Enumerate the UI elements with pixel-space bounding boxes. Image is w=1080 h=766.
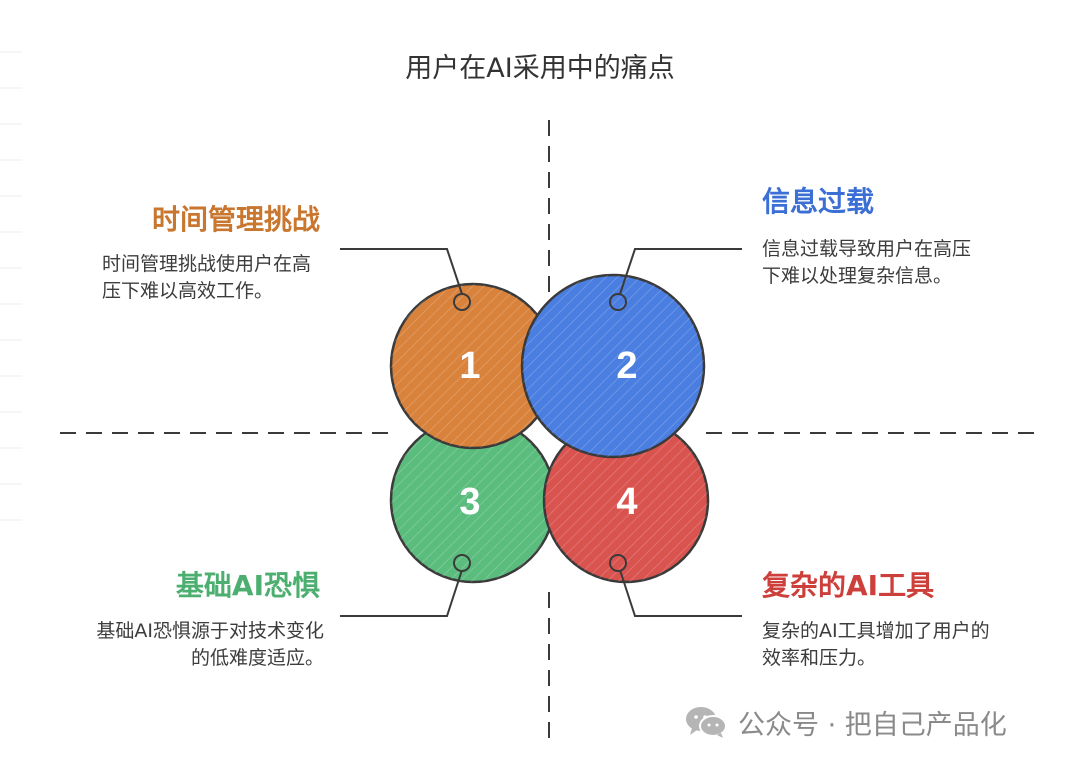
anchor-dot-3 [453, 554, 471, 572]
circle-number-3: 3 [459, 481, 480, 523]
leader-line-3 [340, 569, 463, 617]
circle-number-4: 4 [616, 481, 637, 523]
description-time-management: 时间管理挑战使用户在高压下难以高效工作。 [102, 253, 312, 302]
heading-information-overload: 信息过载 [762, 185, 875, 218]
circle-3 [389, 416, 557, 584]
watermark-text: 公众号 · 把自己产品化 [738, 709, 1007, 741]
leader-line-2 [619, 248, 742, 295]
wechat-icon [686, 707, 727, 738]
circle-1 [389, 282, 557, 450]
leader-line-4 [619, 569, 742, 617]
circle-2 [520, 273, 706, 459]
heading-time-management: 时间管理挑战 [151, 203, 320, 236]
description-information-overload: 信息过载导致用户在高压下难以处理复杂信息。 [762, 238, 972, 287]
anchor-dot-2 [609, 293, 627, 311]
description-complex-ai-tools: 复杂的AI工具增加了用户的效率和压力。 [762, 620, 990, 669]
circle-number-2: 2 [616, 345, 637, 387]
anchor-dot-4 [609, 554, 627, 572]
diagram-title: 用户在AI采用中的痛点 [405, 53, 675, 84]
description-basic-ai-fear: 基础AI恐惧源于对技术变化的低难度适应。 [96, 620, 324, 669]
heading-basic-ai-fear: 基础AI恐惧 [175, 569, 320, 602]
anchor-dot-1 [453, 293, 471, 311]
watermark: 公众号 · 把自己产品化 [684, 700, 1007, 744]
circle-4 [542, 416, 710, 584]
heading-complex-ai-tools: 复杂的AI工具 [762, 569, 935, 602]
circle-number-1: 1 [459, 345, 480, 387]
edge-decoration [0, 51, 22, 521]
leader-line-1 [340, 248, 463, 295]
